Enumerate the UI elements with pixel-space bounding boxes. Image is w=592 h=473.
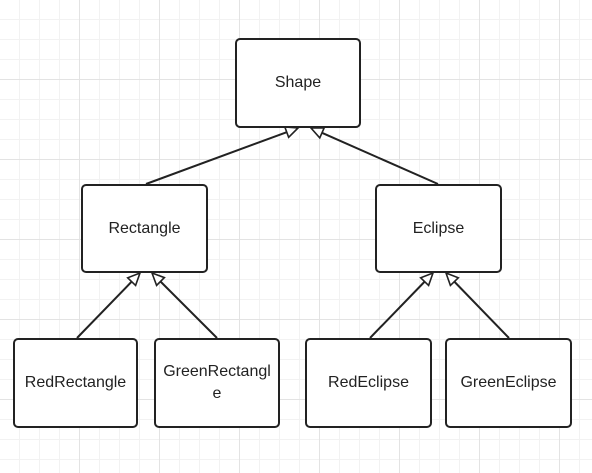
edge-green_rectangle-to-rectangle xyxy=(159,280,218,339)
edge-eclipse-to-shape xyxy=(321,131,439,185)
node-green-eclipse-label: GreenEclipse xyxy=(460,374,557,391)
node-rectangle-label: Rectangle xyxy=(108,219,181,237)
edge-green_eclipse-to-eclipse xyxy=(453,280,510,339)
node-red-rectangle-label: RedRectangle xyxy=(24,374,127,391)
node-red-eclipse[interactable]: RedEclipse xyxy=(305,338,432,428)
node-red-eclipse-label: RedEclipse xyxy=(328,374,409,391)
inheritance-arrowhead xyxy=(419,271,435,287)
node-green-rectangle-label: GreenRectangle xyxy=(163,363,271,402)
inheritance-arrowhead xyxy=(283,126,300,139)
node-shape[interactable]: Shape xyxy=(235,38,361,128)
inheritance-arrowhead xyxy=(126,271,142,287)
node-eclipse[interactable]: Eclipse xyxy=(375,184,502,273)
node-red-rectangle[interactable]: RedRectangle xyxy=(13,338,138,428)
node-rectangle[interactable]: Rectangle xyxy=(81,184,208,273)
inheritance-arrowhead xyxy=(444,271,460,287)
inheritance-arrowhead xyxy=(309,126,326,140)
edge-red_rectangle-to-rectangle xyxy=(76,280,133,339)
node-eclipse-label: Eclipse xyxy=(412,219,465,237)
node-shape-label: Shape xyxy=(274,74,322,91)
edge-red_eclipse-to-eclipse xyxy=(369,280,426,339)
inheritance-arrowhead xyxy=(150,271,166,287)
edge-rectangle-to-shape xyxy=(145,131,288,185)
node-green-rectangle[interactable]: GreenRectangle xyxy=(154,338,280,428)
node-green-eclipse[interactable]: GreenEclipse xyxy=(445,338,572,428)
